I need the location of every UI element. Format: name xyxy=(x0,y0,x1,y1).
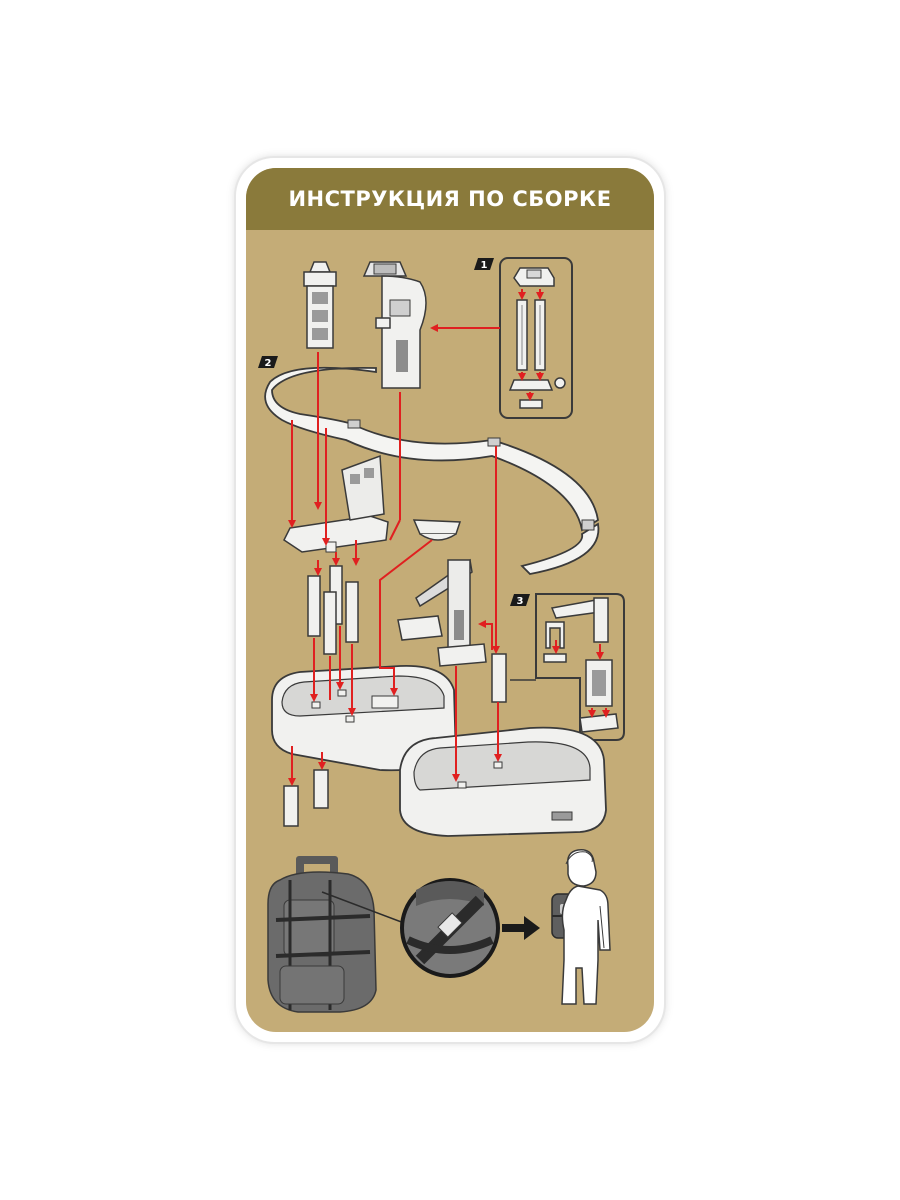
page-title: ИНСТРУКЦИЯ ПО СБОРКЕ xyxy=(288,187,612,211)
step-3-inset: 3 xyxy=(510,593,625,741)
case-feet xyxy=(283,769,329,827)
step-2-badge xyxy=(258,356,278,368)
bridge-platform xyxy=(283,454,389,553)
step-1-badge xyxy=(474,258,494,270)
track-end-piece xyxy=(520,522,600,575)
assembly-arrows xyxy=(288,352,502,786)
strap-detail-zoom xyxy=(400,878,500,978)
tower-pin-part xyxy=(554,377,566,389)
step-3-number: 3 xyxy=(517,596,524,607)
base-case-left xyxy=(271,665,457,772)
arrow-right-icon xyxy=(502,916,540,940)
track-rail xyxy=(264,366,600,575)
crane-station xyxy=(397,558,487,667)
watchtower-small xyxy=(303,261,337,349)
step-3-frame xyxy=(535,593,625,741)
support-pillars xyxy=(307,565,359,655)
gate-tower xyxy=(362,261,427,389)
step-1-frame xyxy=(499,257,573,419)
backpack-illustration xyxy=(267,856,413,1013)
crane-pillar-part xyxy=(491,653,507,703)
step-1-inset: 1 xyxy=(430,257,573,419)
title-bar: ИНСТРУКЦИЯ ПО СБОРКЕ xyxy=(246,168,654,230)
tower-base-part xyxy=(508,379,554,391)
base-case-right xyxy=(399,726,607,837)
child-with-backpack xyxy=(551,849,611,1005)
step-3-badge xyxy=(510,594,530,606)
small-crate-part xyxy=(412,519,462,541)
step-2-number: 2 xyxy=(265,358,272,369)
step-1-number: 1 xyxy=(481,260,488,271)
tower-foot-part xyxy=(519,399,543,409)
